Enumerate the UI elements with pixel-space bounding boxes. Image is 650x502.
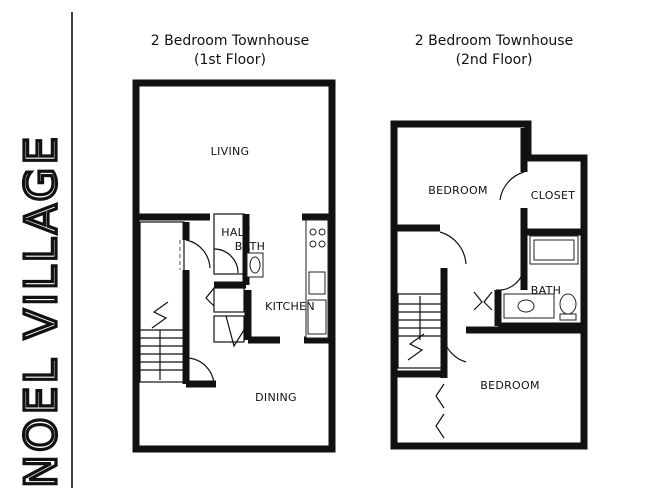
closet-door-swing-icon [499, 171, 525, 201]
toilet-icon [559, 293, 577, 315]
stove-burner-icon [309, 240, 317, 248]
closet-1f-b [213, 315, 245, 343]
closet-1f [213, 287, 245, 313]
stairs-1f [140, 301, 184, 380]
bedroom-closet-door-icon-b [435, 413, 445, 439]
second-floor-outer-wall [390, 120, 588, 450]
room-label-dining: DINING [255, 391, 297, 404]
closet-door-icon [205, 287, 215, 307]
first-floor-title-line2: (1st Floor) [194, 52, 266, 68]
brand-title: NOEL VILLAGE [16, 134, 67, 488]
stove-burner-icon [318, 240, 326, 248]
room-label-half-bath-1: HALF [221, 226, 250, 239]
stair-door-icon [185, 239, 211, 269]
first-floor-plan: 2 Bedroom Townhouse (1st Floor) [132, 33, 336, 453]
room-label-half-bath-2: BATH [235, 240, 265, 253]
stair-enclosure-1f [139, 221, 185, 383]
hall-door-icon [439, 231, 467, 265]
bedroom-bottom-door-icon [443, 339, 467, 363]
stairs-2f [398, 296, 442, 361]
second-floor-title-line1: 2 Bedroom Townhouse [415, 33, 573, 49]
first-floor-title-line1: 2 Bedroom Townhouse [151, 33, 309, 49]
half-bath-door-icon [213, 248, 239, 274]
bath-door-icon [495, 267, 525, 291]
closet-door-icon-b [225, 315, 245, 348]
hall-closet-door-icon-b [483, 291, 493, 311]
stove-burner-icon [309, 228, 317, 236]
room-label-living: LIVING [211, 145, 250, 158]
bedroom-closet-door-icon [435, 383, 445, 409]
room-label-bedroom-bottom: BEDROOM [480, 379, 540, 392]
first-floor-outer-wall [132, 79, 336, 453]
room-label-closet: CLOSET [531, 189, 576, 202]
refrigerator-icon [307, 299, 327, 335]
room-label-bedroom-top: BEDROOM [428, 184, 488, 197]
bathtub-inner-icon [533, 239, 575, 261]
kitchen-sink-icon [308, 271, 326, 295]
toilet-tank-icon [559, 313, 577, 321]
hall-closet-door-icon [473, 291, 483, 311]
bath-vanity-icon [503, 293, 555, 319]
stove-burner-icon [318, 228, 326, 236]
room-label-bath: BATH [531, 284, 561, 297]
second-floor-plan: 2 Bedroom Townhouse (2nd Floor) [390, 33, 588, 450]
half-bath-sink-icon [249, 256, 261, 274]
second-floor-title-line2: (2nd Floor) [456, 52, 533, 68]
room-label-kitchen: KITCHEN [265, 300, 315, 313]
bath-sink-icon [517, 299, 535, 313]
